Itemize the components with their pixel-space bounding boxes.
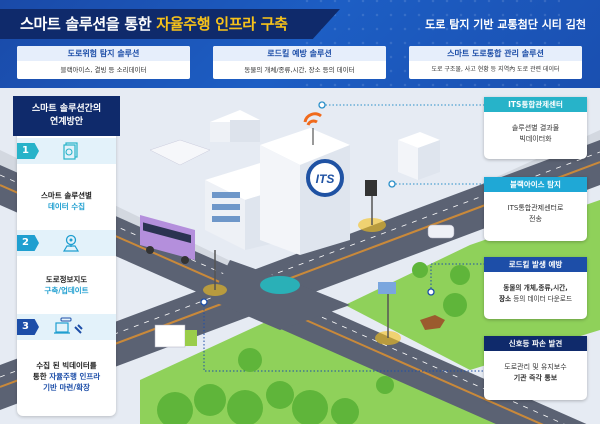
title-main: 스마트 솔루션을 통한 <box>20 15 157 33</box>
callout-its-center: ITS통합관제센터 솔루션별 결과물 빅데이터화 <box>484 97 587 159</box>
callout-line: 솔루션별 결과물 <box>511 124 560 132</box>
solution-title: 도로위험 탐지 솔루션 <box>17 46 190 61</box>
solution-desc: 블랙아이스, 결빙 등 소리데이터 <box>60 66 147 74</box>
panel-title-line: 스마트 솔루션간의 <box>31 104 102 114</box>
svg-text:ITS: ITS <box>316 172 335 186</box>
callout-body: 동물의 개체,종류,시간, 장소 등의 데이터 다운로드 <box>484 272 587 305</box>
solution-desc: 동물의 개체/종류,시간, 장소 등의 데이터 <box>244 66 355 74</box>
laptop-satellite-icon <box>54 317 83 334</box>
callout-title: ITS통합관제센터 <box>484 97 587 112</box>
step-3-header: 3 <box>17 314 116 340</box>
callout-traffic-light: 신호등 파손 발견 도로관리 및 유지보수 기관 즉각 통보 <box>484 336 587 400</box>
map-pin-icon <box>62 234 80 252</box>
solution-card-smart-road: 스마트 도로통합 관리 솔루션 도로 구조물, 사고 현황 등 지역內 도로 관… <box>409 46 582 79</box>
callout-roadkill: 로드킬 발생 예방 동물의 개체,종류,시간, 장소 등의 데이터 다운로드 <box>484 257 587 319</box>
callout-line: ITS통합관제센터로 <box>507 204 564 212</box>
step-2-header: 2 <box>17 230 116 256</box>
callout-line-bold: 장소 <box>498 295 512 303</box>
step-number: 2 <box>17 235 39 251</box>
step-line: 통한 <box>32 372 50 381</box>
panel-title-line: 연계방안 <box>49 117 84 127</box>
callout-body: 도로관리 및 유지보수 기관 즉각 통보 <box>484 351 587 384</box>
step-1-header: 1 <box>17 138 116 164</box>
callout-body: 솔루션별 결과물 빅데이터화 <box>484 112 587 145</box>
step-line-highlight: 데이터 수집 <box>47 202 86 211</box>
solution-desc: 도로 구조물, 사고 현황 등 지역內 도로 관련 데이터 <box>431 66 560 73</box>
solution-title: 스마트 도로통합 관리 솔루션 <box>409 46 582 61</box>
step-line: 도로정보지도 <box>45 275 88 284</box>
title-highlight: 자율주행 인프라 구축 <box>156 15 288 33</box>
step-number: 1 <box>17 143 39 159</box>
callout-line: 등의 데이터 다운로드 <box>511 295 573 303</box>
integration-panel-title: 스마트 솔루션간의 연계방안 <box>13 96 120 136</box>
step-2-text: 도로정보지도 구축/업데이트 <box>17 274 116 296</box>
callout-title: 신호등 파손 발견 <box>484 336 587 351</box>
page-title: 스마트 솔루션을 통한 자율주행 인프라 구축 <box>20 13 288 34</box>
callout-line: 전송 <box>529 215 542 223</box>
header: 스마트 솔루션을 통한 자율주행 인프라 구축 도로 탐지 기반 교통첨단 시티… <box>0 0 600 88</box>
integration-panel: 스마트 솔루션간의 연계방안 1 스마트 솔루션별 데이터 수집 2 도로정보지… <box>13 96 120 416</box>
step-number: 3 <box>17 319 39 335</box>
callout-line: 기관 즉각 통보 <box>513 374 558 382</box>
solution-card-roadkill: 로드킬 예방 솔루션 동물의 개체/종류,시간, 장소 등의 데이터 <box>213 46 386 79</box>
step-line-highlight: 기반 마련/확장 <box>43 383 90 392</box>
callout-line: 빅데이터화 <box>519 135 552 143</box>
solution-card-road-hazard: 도로위험 탐지 솔루션 블랙아이스, 결빙 등 소리데이터 <box>17 46 190 79</box>
step-1-text: 스마트 솔루션별 데이터 수집 <box>17 190 116 212</box>
step-line-highlight: 자율주행 인프라 <box>49 372 101 381</box>
integration-steps: 1 스마트 솔루션별 데이터 수집 2 도로정보지도 구축/업데이트 3 수집 … <box>17 134 116 416</box>
callout-black-ice: 블랙아이스 탐지 ITS통합관제센터로 전송 <box>484 177 587 241</box>
solution-title: 로드킬 예방 솔루션 <box>213 46 386 61</box>
step-line-highlight: 구축/업데이트 <box>44 286 89 295</box>
callout-title: 로드킬 발생 예방 <box>484 257 587 272</box>
callout-line: 동물의 개체,종류,시간, <box>503 284 568 292</box>
page-subtitle: 도로 탐지 기반 교통첨단 시티 김천 <box>425 18 586 31</box>
step-3-text: 수집 된 빅데이터를 통한 자율주행 인프라 기반 마련/확장 <box>17 360 116 393</box>
callout-line: 도로관리 및 유지보수 <box>504 363 567 371</box>
title-bar <box>0 9 340 39</box>
step-line: 스마트 솔루션별 <box>41 191 92 200</box>
step-line: 수집 된 빅데이터를 <box>36 361 97 370</box>
callout-body: ITS통합관제센터로 전송 <box>484 192 587 225</box>
document-chart-icon <box>63 142 78 160</box>
callout-title: 블랙아이스 탐지 <box>484 177 587 192</box>
